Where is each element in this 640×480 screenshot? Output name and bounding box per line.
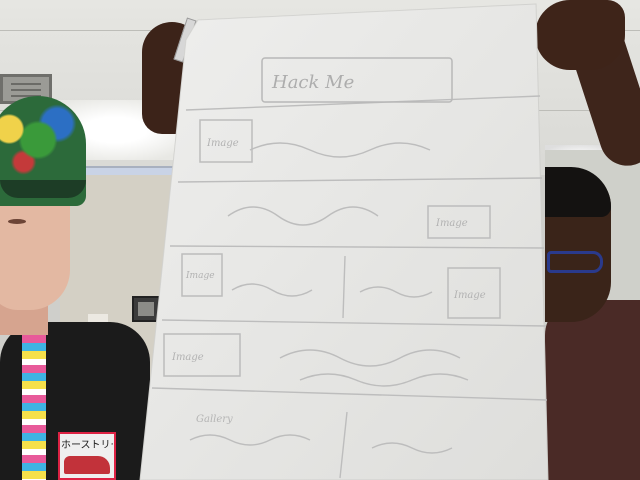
header-text: Hack Me [271,72,354,93]
section-divider [161,319,547,327]
scribble-line [231,283,313,297]
image-placeholder-box [427,205,491,239]
image-label: Image [171,352,204,363]
image-label: Image [435,218,468,229]
shirt-graphic [58,432,116,480]
image-placeholder-box [181,253,223,297]
lanyard [22,335,46,480]
section-divider [151,387,548,401]
person-right-hand [535,0,625,70]
wall-picture-frame [132,296,160,322]
scribble-line [249,142,431,158]
scribble-line [371,442,453,454]
scribble-line [189,434,311,446]
image-placeholder-box [163,333,241,377]
shirt-graphic-text: ホーストリート [61,440,113,451]
scribble-line [299,373,469,387]
eyeglasses [547,251,603,273]
image-label: Image [453,290,486,301]
column-divider [342,255,346,319]
scribble-line [279,349,461,367]
image-placeholder-box [447,267,501,319]
column-divider [339,411,348,479]
gallery-heading: Gallery [196,414,233,425]
person-left-eye [8,219,26,224]
scribble-line [227,206,379,226]
section-divider [169,245,545,249]
header-box [261,57,453,103]
cap-brim [0,180,86,198]
image-label: Image [185,271,215,281]
section-divider [185,95,541,111]
scribble-line [359,286,433,298]
ceiling-light-strip [85,166,180,177]
section-divider [177,177,543,183]
person-right-body [545,300,640,480]
image-label: Image [206,138,239,149]
image-placeholder-box [199,119,253,163]
